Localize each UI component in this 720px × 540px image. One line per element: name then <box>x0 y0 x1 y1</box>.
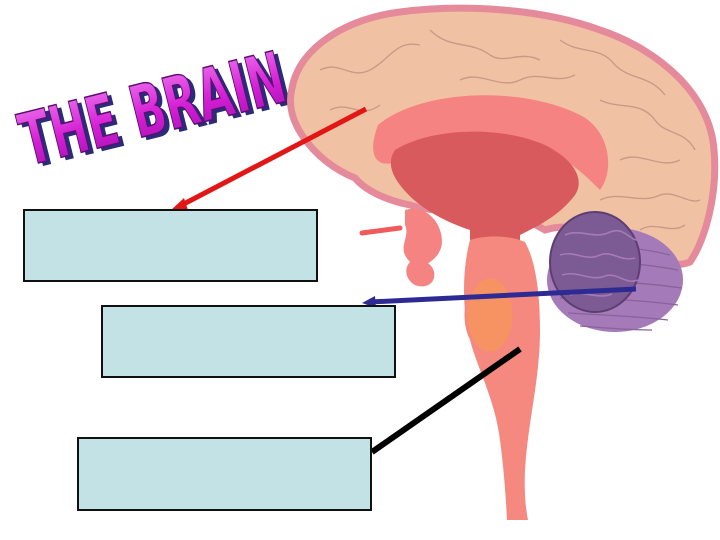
optic-nerve <box>359 225 403 236</box>
pons <box>464 275 516 355</box>
pituitary <box>406 260 435 287</box>
pointer-red <box>176 106 368 210</box>
pointer-lines <box>170 106 637 455</box>
thalamus <box>390 131 579 270</box>
cerebellum-core <box>549 211 641 313</box>
hypothalamus <box>403 208 442 266</box>
title-wordart: THE BRAIN THE BRAIN <box>11 35 299 185</box>
corpus-callosum <box>373 95 609 190</box>
cerebellum <box>547 211 683 332</box>
label-box-cerebellum[interactable] <box>101 305 396 378</box>
page-title: THE BRAIN <box>11 35 293 182</box>
pointer-black <box>370 346 522 455</box>
pointer-red-head <box>170 198 188 211</box>
label-box-cerebrum[interactable] <box>23 209 318 282</box>
pointer-blue <box>369 286 637 305</box>
label-box-brainstem[interactable] <box>77 437 372 511</box>
